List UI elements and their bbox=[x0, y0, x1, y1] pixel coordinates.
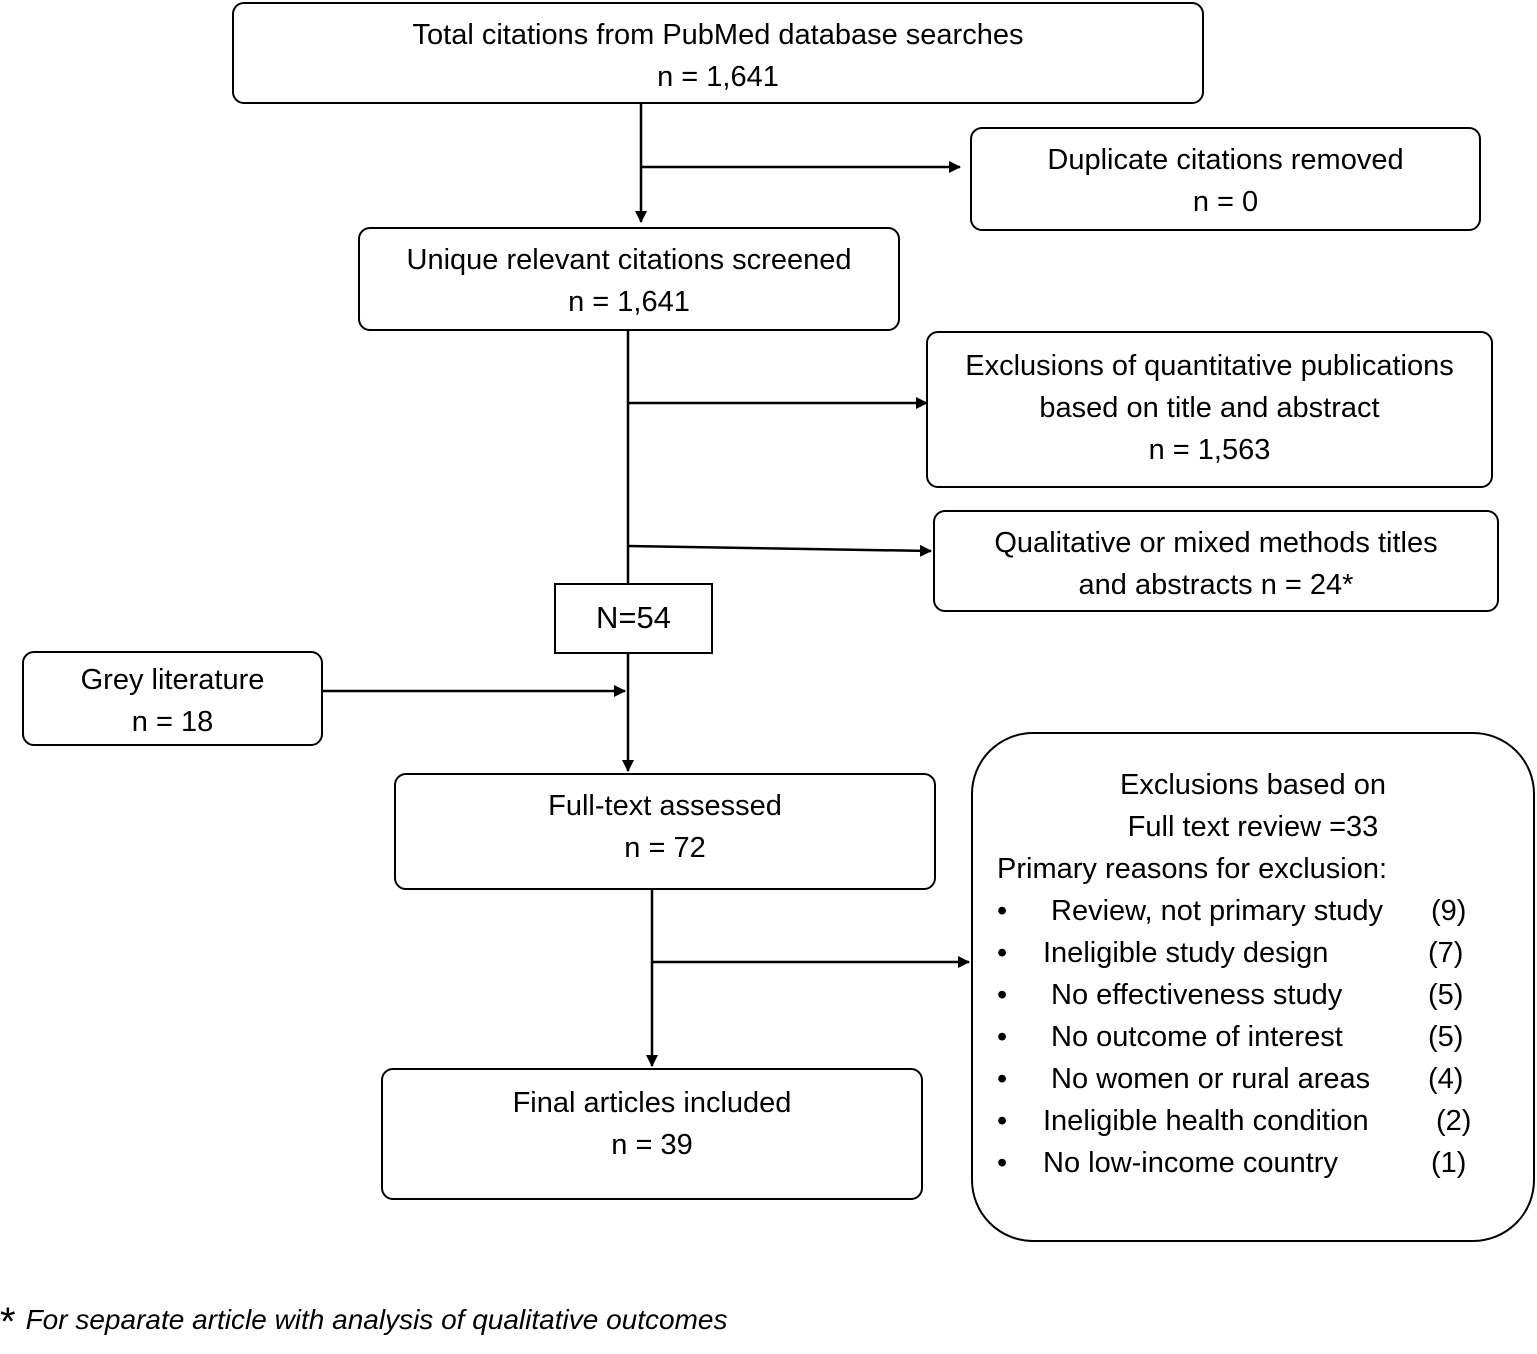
qualitative-box: Qualitative or mixed methods titles and … bbox=[933, 510, 1499, 612]
exclusion-reason: • Ineligible study design (7) bbox=[973, 932, 1533, 974]
exclusion-reason-count: (5) bbox=[1428, 979, 1464, 1011]
exclusion-reason-text: Review, not primary study bbox=[1051, 895, 1384, 927]
exclusion-reason-text: Ineligible health condition bbox=[1043, 1105, 1369, 1137]
exclusion-reason-count: (2) bbox=[1436, 1105, 1472, 1137]
bullet-icon: • bbox=[997, 937, 1008, 969]
final-articles-box: Final articles included n = 39 bbox=[381, 1068, 923, 1200]
exclusion-reason: • Review, not primary study (9) bbox=[973, 890, 1533, 932]
grey-literature-count: n = 18 bbox=[131, 706, 214, 738]
bullet-icon: • bbox=[997, 1105, 1008, 1137]
exclusion-reason-text: No effectiveness study bbox=[1051, 979, 1343, 1011]
qualitative-label-1: Qualitative or mixed methods titles bbox=[994, 527, 1438, 559]
exclusion-reason: • Ineligible health condition (2) bbox=[973, 1100, 1533, 1142]
exclusion-reason-count: (5) bbox=[1428, 1021, 1464, 1053]
exclusion-reason-count: (7) bbox=[1428, 937, 1464, 969]
exclusion-reason: • No effectiveness study (5) bbox=[973, 974, 1533, 1016]
full-text-exclusions-box: Exclusions based on Full text review =33… bbox=[971, 732, 1535, 1242]
exclusion-reason-count: (4) bbox=[1428, 1063, 1464, 1095]
bullet-icon: • bbox=[997, 895, 1008, 927]
total-citations-label: Total citations from PubMed database sea… bbox=[412, 19, 1024, 51]
n54-box: N=54 bbox=[554, 583, 713, 654]
quantitative-exclusions-label-2: based on title and abstract bbox=[1039, 392, 1380, 424]
unique-citations-label: Unique relevant citations screened bbox=[406, 244, 852, 276]
footnote-text: For separate article with analysis of qu… bbox=[25, 1304, 728, 1335]
exclusion-reason-text: Ineligible study design bbox=[1043, 937, 1329, 969]
full-text-exclusions-heading-2: Full text review =33 bbox=[1127, 811, 1379, 843]
duplicates-count: n = 0 bbox=[1192, 186, 1259, 218]
exclusion-reason: • No outcome of interest (5) bbox=[973, 1016, 1533, 1058]
final-articles-count: n = 39 bbox=[611, 1129, 693, 1161]
total-citations-count: n = 1,641 bbox=[657, 61, 779, 93]
duplicates-label: Duplicate citations removed bbox=[1047, 144, 1404, 176]
final-articles-label: Final articles included bbox=[512, 1087, 792, 1119]
full-text-assessed-box: Full-text assessed n = 72 bbox=[394, 773, 936, 890]
exclusion-reason: • No low-income country (1) bbox=[973, 1142, 1533, 1184]
quantitative-exclusions-count: n = 1,563 bbox=[1148, 434, 1271, 466]
arrow-to-qualitative bbox=[627, 544, 932, 557]
footnote-asterisk: * bbox=[0, 1300, 16, 1344]
full-text-assessed-count: n = 72 bbox=[624, 832, 706, 864]
exclusion-reason-text: No outcome of interest bbox=[1051, 1021, 1343, 1053]
exclusion-reason-text: No low-income country bbox=[1043, 1147, 1338, 1179]
grey-literature-box: Grey literature n = 18 bbox=[22, 651, 323, 746]
exclusion-reason-count: (9) bbox=[1431, 895, 1467, 927]
unique-citations-box: Unique relevant citations screened n = 1… bbox=[358, 227, 900, 331]
exclusion-reason-count: (1) bbox=[1431, 1147, 1467, 1179]
qualitative-label-2: and abstracts n = 24* bbox=[1078, 569, 1354, 601]
total-citations-box: Total citations from PubMed database sea… bbox=[232, 2, 1204, 104]
quantitative-exclusions-box: Exclusions of quantitative publications … bbox=[926, 331, 1493, 488]
duplicates-box: Duplicate citations removed n = 0 bbox=[970, 127, 1481, 231]
grey-literature-label: Grey literature bbox=[80, 664, 265, 696]
footnote: * For separate article with analysis of q… bbox=[0, 1300, 727, 1345]
bullet-icon: • bbox=[997, 1063, 1008, 1095]
n54-label: N=54 bbox=[596, 600, 671, 635]
exclusion-reason-text: No women or rural areas bbox=[1051, 1063, 1371, 1095]
exclusion-reason: • No women or rural areas (4) bbox=[973, 1058, 1533, 1100]
full-text-exclusions-heading-1: Exclusions based on bbox=[1120, 769, 1386, 801]
full-text-assessed-label: Full-text assessed bbox=[548, 790, 782, 822]
bullet-icon: • bbox=[997, 979, 1008, 1011]
unique-citations-count: n = 1,641 bbox=[568, 286, 690, 318]
bullet-icon: • bbox=[997, 1021, 1008, 1053]
quantitative-exclusions-label-1: Exclusions of quantitative publications bbox=[965, 350, 1454, 382]
exclusion-reasons-label: Primary reasons for exclusion: bbox=[997, 853, 1388, 885]
bullet-icon: • bbox=[997, 1147, 1008, 1179]
